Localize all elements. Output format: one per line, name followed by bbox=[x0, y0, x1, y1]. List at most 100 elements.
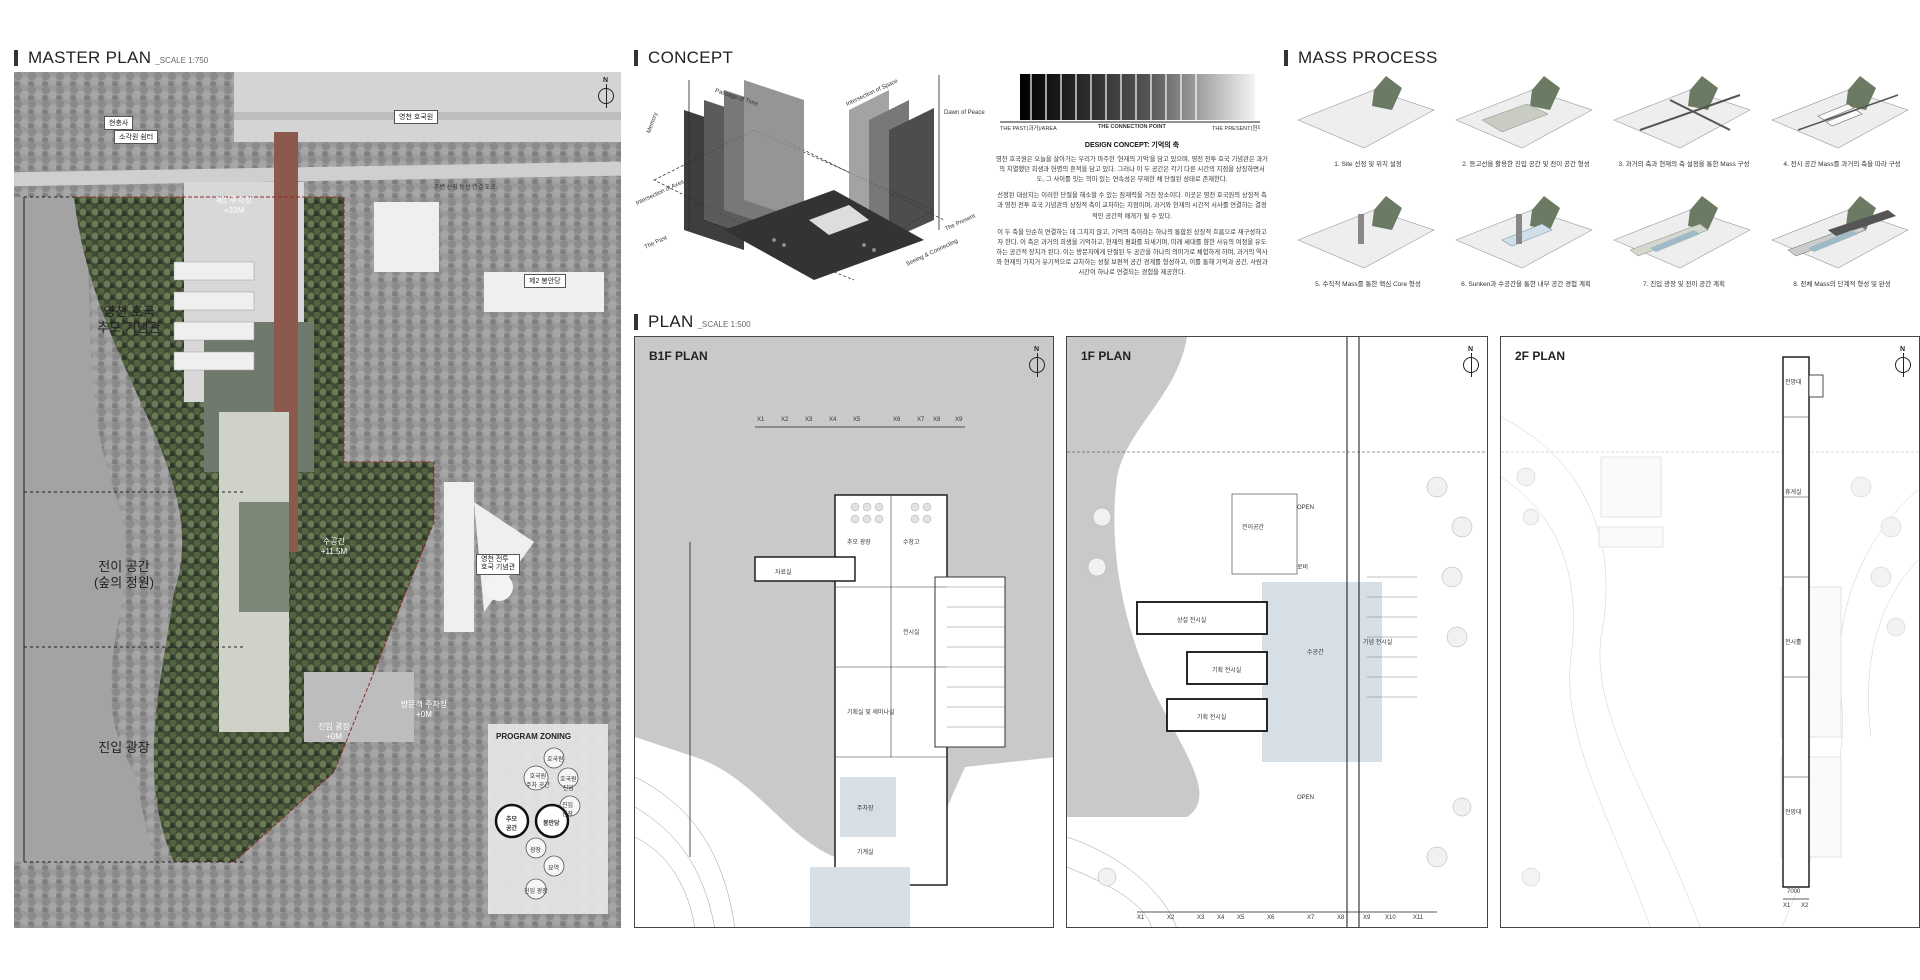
label-transition: 전이 공간 (숲의 정원) bbox=[93, 559, 155, 591]
mass-step-3-caption: 3. 과거의 축과 현재의 축 설정을 통한 Mass 구성 bbox=[1618, 161, 1750, 168]
mass-step-7: 7. 진입 광장 및 전이 공간 계획 bbox=[1610, 190, 1758, 288]
design-concept-title: DESIGN CONCEPT: 기억의 축 bbox=[1084, 142, 1180, 149]
label-memorial: 영천 호국 추모 기념관 bbox=[97, 304, 161, 336]
gradient-label-past: THE PAST(과거)/AREA bbox=[1000, 126, 1057, 132]
mass-step-1: 1. Site 선정 및 위치 설정 bbox=[1294, 70, 1442, 168]
1f-grid-x4: X4 bbox=[1217, 915, 1225, 921]
1f-grid-x1: X1 bbox=[1137, 915, 1145, 921]
b1f-room-4: 기획실 및 세미나실 bbox=[847, 710, 895, 716]
1f-plan-title: 1F PLAN bbox=[1081, 349, 1132, 363]
mass-process-grid: 1. Site 선정 및 위치 설정 2. 등고선을 활용한 진입 공간 및 전… bbox=[1284, 70, 1920, 310]
1f-grid-x11: X11 bbox=[1413, 915, 1424, 921]
b1f-plan-title: B1F PLAN bbox=[649, 349, 708, 363]
mass-step-2-drawing bbox=[1455, 76, 1593, 149]
b1f-room-6: 주차장 bbox=[857, 806, 874, 812]
mass-step-8-drawing bbox=[1771, 196, 1909, 269]
program-zoning-panel: PROGRAM ZONING 호국원 호국원 주차 공간 호국원 진입 추모 공… bbox=[488, 724, 608, 914]
zoning-node-8: 묘역 bbox=[548, 866, 560, 872]
b1f-grid-x4: X4 bbox=[829, 417, 837, 423]
heading-bar bbox=[634, 314, 638, 330]
zoning-node-3: 추모 공간 bbox=[506, 817, 518, 832]
b1f-grid-x9: X9 bbox=[955, 417, 963, 423]
label-parking-top: 제1 주차장 +33M bbox=[215, 196, 253, 215]
mass-step-1-caption: 1. Site 선정 및 위치 설정 bbox=[1334, 161, 1402, 168]
zoning-node-6: 광장 bbox=[530, 848, 542, 854]
b1f-grid-x6: X6 bbox=[893, 417, 901, 423]
master-plan-drawing: 현충사 소각원 쉼터 영천 호국원 주변 산림 동선 연결 도로 제2 봉안당 … bbox=[14, 72, 621, 928]
gradient-label-present: THE PRESENT(현재) bbox=[1212, 126, 1260, 132]
zoning-node-5: 진입 광장 bbox=[562, 803, 574, 818]
mass-step-8: 8. 전체 Mass의 단계적 형성 및 완성 bbox=[1768, 190, 1916, 288]
b1f-room-5: 전시실 bbox=[903, 630, 920, 636]
north-arrow-icon: N bbox=[598, 77, 614, 108]
mass-step-4-drawing bbox=[1771, 76, 1909, 149]
mass-process-title: MASS PROCESS bbox=[1298, 48, 1438, 67]
1f-grid-x7: X7 bbox=[1307, 915, 1315, 921]
zoning-title: PROGRAM ZONING bbox=[496, 732, 572, 741]
2f-grid-x2: X2 bbox=[1801, 903, 1809, 909]
1f-plan-panel: 1F PLAN N X1 X2 X3 X4 X5 X6 X7 X8 X9 X10… bbox=[1066, 336, 1488, 928]
b1f-grid-x2: X2 bbox=[781, 417, 789, 423]
label-road-top: 영천 호국원 bbox=[394, 110, 439, 124]
concept-paragraph-2: 선정된 대상지는 이러한 단절을 해소할 수 있는 잠재력을 가진 장소이다. … bbox=[997, 192, 1267, 220]
concept-title: CONCEPT bbox=[648, 48, 734, 67]
zoning-node-4: 봉안당 bbox=[543, 821, 560, 827]
2f-room-1: 전망대 bbox=[1785, 380, 1802, 386]
concept-paragraph-3: 이 두 축을 단순히 연결하는 데 그치지 않고, 기억의 축이라는 하나의 통… bbox=[996, 228, 1268, 276]
mass-step-6-drawing bbox=[1455, 196, 1593, 269]
zoning-diagram bbox=[494, 747, 581, 900]
heading-bar bbox=[14, 50, 18, 66]
label-parking-bottom: 방문객 주차장 +0M bbox=[400, 700, 448, 719]
b1f-plan-panel: B1F PLAN N X1 X2 X3 X4 X5 X6 X7 X8 X9 추모… bbox=[634, 336, 1054, 928]
mass-step-1-drawing bbox=[1297, 76, 1435, 149]
heading-bar bbox=[634, 50, 638, 66]
concept-paragraph-1: 영천 호국원은 오늘을 살아가는 우리가 마주한 '현재의 기억'을 담고 있으… bbox=[996, 156, 1268, 184]
1f-room-7: OPEN bbox=[1297, 505, 1315, 511]
north-arrow-icon: N bbox=[1029, 346, 1045, 377]
2f-grid-x1: X1 bbox=[1783, 903, 1791, 909]
mass-step-5-drawing bbox=[1297, 196, 1435, 269]
1f-room-4: 전이공간 bbox=[1242, 525, 1265, 531]
label-water: 수공간 +11.5M bbox=[320, 537, 348, 556]
concept-axes-svg bbox=[653, 75, 945, 281]
mass-step-7-drawing bbox=[1613, 196, 1751, 269]
2f-plan-panel: 2F PLAN N X1 X2 7000 전망대 휴게실 전시홀 전망대 bbox=[1500, 336, 1920, 928]
b1f-grid-x1: X1 bbox=[757, 417, 765, 423]
concept-gradient: THE PAST(과거)/AREA THE CONNECTION POINT T… bbox=[1000, 70, 1260, 132]
b1f-grid-x7: X7 bbox=[917, 417, 925, 423]
1f-room-2: 기획 전시실 bbox=[1212, 668, 1242, 674]
2f-room-3: 전시홀 bbox=[1785, 640, 1802, 646]
1f-grid-x3: X3 bbox=[1197, 915, 1205, 921]
heading-bar bbox=[1284, 50, 1288, 66]
2f-plan-title: 2F PLAN bbox=[1515, 349, 1566, 363]
mass-step-8-caption: 8. 전체 Mass의 단계적 형성 및 완성 bbox=[1793, 281, 1891, 288]
1f-grid-x5: X5 bbox=[1237, 915, 1245, 921]
master-plan-title: MASTER PLAN bbox=[28, 48, 152, 67]
plan-scale: _SCALE 1:500 bbox=[697, 320, 751, 329]
1f-grid-x10: X10 bbox=[1385, 915, 1396, 921]
b1f-grid-x3: X3 bbox=[805, 417, 813, 423]
gradient-strip-svg bbox=[1000, 74, 1260, 123]
1f-room-1: 상설 전시실 bbox=[1177, 618, 1207, 624]
1f-grid-x9: X9 bbox=[1363, 915, 1371, 921]
1f-grid-x8: X8 bbox=[1337, 915, 1345, 921]
master-plan-heading: MASTER PLAN _SCALE 1:750 bbox=[14, 48, 208, 68]
mass-step-3-drawing bbox=[1613, 76, 1751, 149]
master-plan-scale: _SCALE 1:750 bbox=[155, 56, 209, 65]
2f-dim-1: 7000 bbox=[1787, 889, 1801, 895]
b1f-plan-svg bbox=[635, 337, 1053, 927]
concept-text-block: DESIGN CONCEPT: 기억의 축 영천 호국원은 오늘을 살아가는 우… bbox=[996, 140, 1268, 284]
label-road-note: 주변 산림 동선 연결 도로 bbox=[434, 185, 496, 191]
1f-room-6: 수공간 bbox=[1307, 650, 1324, 656]
north-arrow-icon: N bbox=[1463, 346, 1479, 377]
mass-step-2: 2. 등고선을 활용한 진입 공간 및 전이 공간 형성 bbox=[1452, 70, 1600, 168]
mass-step-4: 4. 전시 공간 Mass를 과거의 축을 따라 구성 bbox=[1768, 70, 1916, 168]
gradient-label-connection: THE CONNECTION POINT bbox=[1098, 124, 1166, 130]
b1f-grid-x5: X5 bbox=[853, 417, 861, 423]
1f-plan-svg bbox=[1067, 337, 1487, 927]
concept-diagram: Memory The Past Passage of Time Intersec… bbox=[634, 70, 994, 290]
axis-label-4: Dawn of Peace bbox=[944, 110, 985, 116]
mass-step-7-caption: 7. 진입 광장 및 전이 공간 계획 bbox=[1642, 281, 1726, 288]
b1f-room-1: 추모 광장 bbox=[847, 540, 871, 546]
2f-room-4: 전망대 bbox=[1785, 810, 1802, 816]
